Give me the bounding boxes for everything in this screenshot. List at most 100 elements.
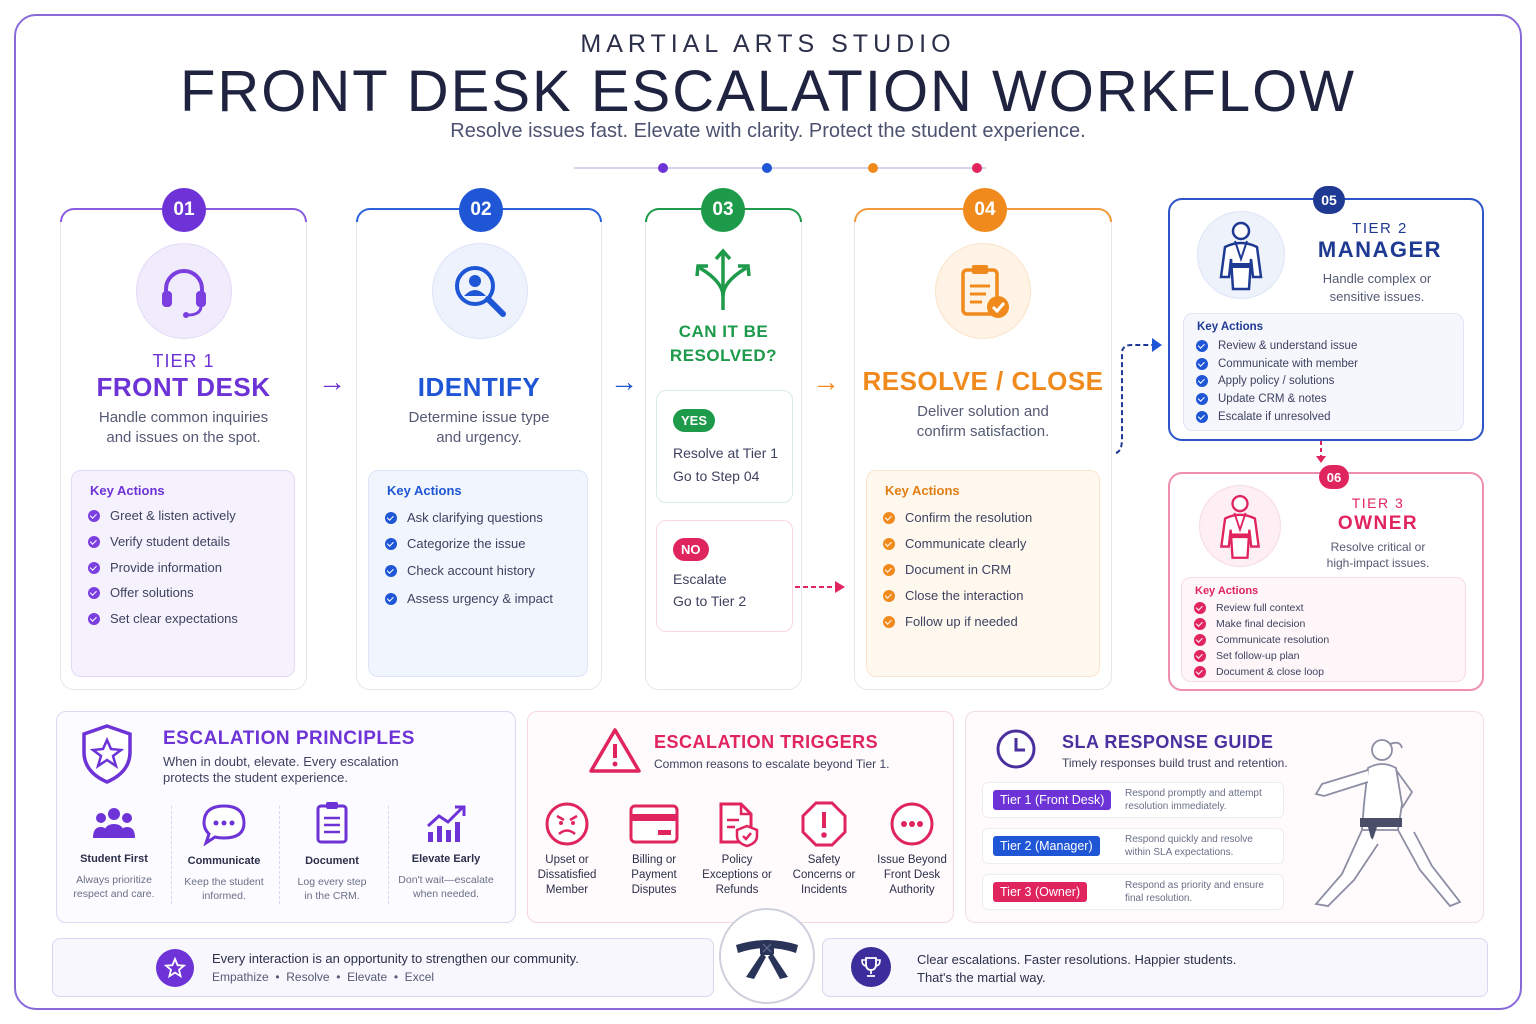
step-desc-line: and issues on the spot. [106, 429, 261, 446]
footer-right-text: Clear escalations. Faster resolutions. H… [917, 952, 1237, 967]
dashed-arrow-icon [795, 581, 845, 593]
key-actions-title: Key Actions [90, 483, 165, 498]
shield-star-icon [82, 724, 132, 784]
key-action-item: Check account history [385, 563, 535, 578]
trigger-line: Disputes [631, 884, 677, 896]
check-icon [1196, 393, 1208, 405]
principle-title: Student First [80, 853, 148, 865]
key-action-item: Greet & listen actively [88, 508, 236, 523]
decision-question: CAN IT BE [678, 322, 769, 341]
key-action-item: Verify student details [88, 534, 230, 549]
tier-label: TIER 3 [1351, 495, 1405, 511]
key-action-item: Apply policy / solutions [1196, 375, 1334, 387]
principle-desc: Always prioritize [76, 874, 152, 886]
triggers-desc: Common reasons to escalate beyond Tier 1… [654, 757, 890, 771]
key-action-item: Assess urgency & impact [385, 591, 553, 606]
belt-emblem [719, 908, 815, 1004]
check-icon [385, 537, 397, 550]
trigger-line: Billing or [631, 854, 677, 866]
arrow-right-icon: → [812, 366, 840, 397]
step-badge: 02 [459, 188, 503, 232]
more-icon [890, 802, 934, 846]
check-icon [1194, 650, 1206, 662]
check-icon [883, 537, 895, 550]
principles-title: ESCALATION PRINCIPLES [163, 728, 415, 749]
step-desc-line: Handle complex or [1322, 271, 1432, 286]
sla-tier-pill: Tier 2 (Manager) [993, 836, 1100, 856]
trigger-line: Front Desk [883, 869, 941, 881]
studio-label: MARTIAL ARTS STUDIO [580, 30, 956, 58]
group-icon [93, 808, 135, 838]
step-desc-line: confirm satisfaction. [916, 423, 1050, 440]
policy-doc-icon [719, 802, 759, 848]
sla-tier-pill: Tier 1 (Front Desk) [993, 790, 1112, 810]
key-action-item: Update CRM & notes [1196, 393, 1327, 405]
check-icon [883, 589, 895, 602]
black-belt-icon [736, 940, 798, 979]
check-icon [1194, 618, 1206, 630]
check-icon [1196, 340, 1208, 352]
step-badge: 01 [162, 188, 206, 232]
principle-title: Document [305, 855, 359, 867]
step-desc-line: and urgency. [436, 429, 522, 446]
key-actions-box: Key Actions Review full context Make fin… [1181, 577, 1466, 682]
step-desc-line: Determine issue type [408, 409, 550, 426]
step-desc-line: high-impact issues. [1326, 556, 1430, 570]
trigger-line: Issue Beyond [877, 854, 947, 866]
sla-row: Tier 3 (Owner) Respond as priority and e… [982, 874, 1284, 910]
chat-icon [202, 804, 246, 847]
trigger-item: Policy Exceptions or Refunds [694, 800, 780, 898]
step-title: IDENTIFY [417, 372, 541, 402]
key-action-item: Document in CRM [883, 562, 1011, 577]
check-icon [1196, 358, 1208, 370]
trigger-line: Payment [631, 869, 677, 881]
divider [388, 806, 389, 904]
footer-right [822, 938, 1488, 997]
check-icon [385, 592, 397, 605]
divider [279, 806, 280, 904]
document-icon [316, 802, 348, 844]
no-branch-box: NO Escalate Go to Tier 2 [656, 520, 793, 632]
decision-question: RESOLVED? [669, 346, 778, 365]
page-title: FRONT DESK ESCALATION WORKFLOW [179, 59, 1357, 124]
key-actions-box: Key Actions Confirm the resolution Commu… [866, 470, 1100, 677]
step-desc-line: sensitive issues. [1329, 289, 1425, 304]
key-action-item: Provide information [88, 560, 222, 575]
key-action-item: Set follow-up plan [1194, 650, 1299, 662]
key-action-item: Document & close loop [1194, 666, 1324, 678]
key-action-item: Review full context [1194, 602, 1304, 614]
step-title: RESOLVE / CLOSE [862, 366, 1104, 396]
key-action-item: Offer solutions [88, 585, 194, 600]
key-action-item: Communicate resolution [1194, 634, 1329, 646]
credit-card-icon [629, 804, 679, 844]
dashed-arrow-icon [1115, 338, 1162, 454]
key-action-item: Ask clarifying questions [385, 510, 543, 525]
trigger-line: Exceptions or [702, 869, 772, 881]
principle-desc: Log every step [297, 876, 367, 888]
key-action-item: Set clear expectations [88, 611, 238, 626]
footer-left [52, 938, 714, 997]
step-title: OWNER [1337, 513, 1419, 534]
step-badge: 06 [1319, 465, 1349, 489]
sla-tier-pill: Tier 3 (Owner) [993, 882, 1088, 902]
check-icon [1194, 666, 1206, 678]
step-badge: 05 [1313, 186, 1345, 214]
check-icon [883, 563, 895, 576]
step-desc-line: Handle common inquiries [98, 409, 269, 426]
principle-title: Communicate [187, 855, 261, 867]
step-badge: 03 [701, 188, 745, 232]
split-arrows-icon [695, 248, 751, 310]
clock-icon [996, 729, 1036, 769]
clipboard-check-icon [935, 243, 1031, 339]
check-icon [88, 612, 100, 625]
key-action-item: Make final decision [1194, 618, 1305, 630]
check-icon [1194, 602, 1206, 614]
yes-pill: YES [673, 409, 716, 432]
karate-person-icon [1199, 485, 1281, 567]
key-actions-box: Key Actions Greet & listen actively Veri… [71, 470, 295, 677]
sla-row: Tier 1 (Front Desk) Respond promptly and… [982, 782, 1284, 818]
check-icon [88, 509, 100, 522]
principle-item: Elevate Early Don't wait—escalate when n… [394, 804, 498, 901]
key-action-item: Communicate with member [1196, 358, 1358, 370]
